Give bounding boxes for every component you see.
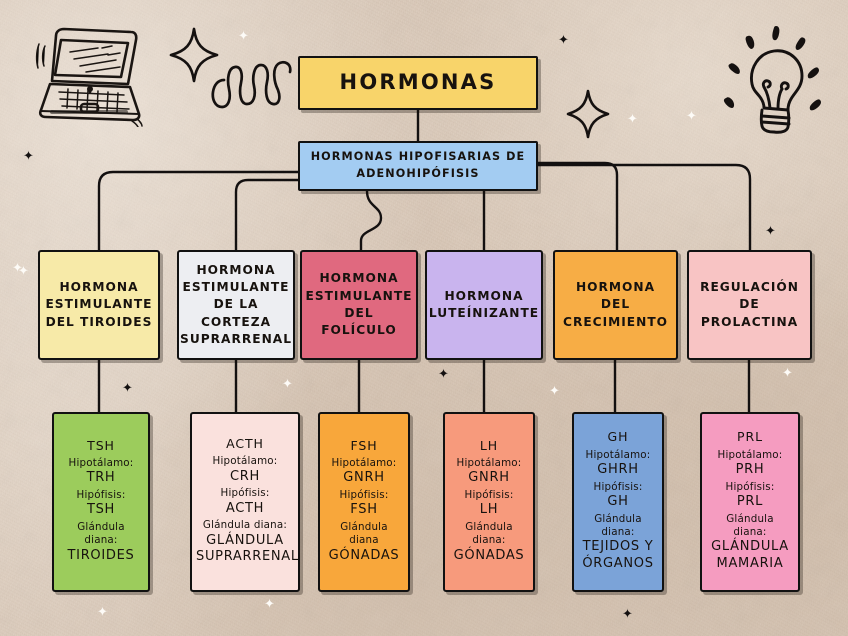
level2-line2: ADENOHIPÓFISIS	[356, 167, 480, 180]
node-hormonas-hipofisarias-adenohipofisis[interactable]: HORMONAS HIPOFISARIAS DE ADENOHIPÓFISIS	[298, 141, 538, 191]
detail-row-value: GÓNADAS	[328, 547, 400, 563]
category-label-line: REGULACIÓN	[700, 280, 799, 294]
detail-row-value: ACTH	[225, 500, 265, 516]
detail-row-value: GLÁNDULA MAMARIA	[711, 539, 789, 571]
detail-row-label: Glándula	[594, 512, 642, 525]
category-label-line: ESTIMULANTE	[182, 280, 290, 294]
category-label-line: CRECIMIENTO	[563, 314, 668, 329]
detail-row-value: TEJIDOS Y ÓRGANOS	[582, 539, 654, 571]
detail-abbreviation: PRL	[737, 429, 763, 445]
category-label-line: ESTIMULANTE	[45, 297, 153, 312]
category-label-line: HORMONA	[444, 288, 524, 303]
detail-row-value: GLÁNDULA SUPRARRENAL	[196, 532, 299, 565]
detail-row-label: Hipófisis:	[593, 480, 643, 493]
category-label-line: SUPRARRENAL	[180, 331, 292, 346]
category-label-line: DEL	[600, 297, 631, 312]
category-label: REGULACIÓN DE PROLACTINA	[696, 277, 803, 333]
detail-row-value: LH	[479, 502, 499, 518]
category-node-luteinizante[interactable]: HORMONA LUTEÍNIZANTE	[425, 250, 543, 360]
category-node-crecimiento[interactable]: HORMONA DEL CRECIMIENTO	[553, 250, 678, 360]
detail-row-label: diana:	[84, 534, 118, 547]
detail-row-value: PRH	[735, 462, 765, 477]
detail-row-value: GÓNADAS	[453, 547, 525, 563]
detail-row-label: diana:	[472, 534, 506, 547]
detail-row-value: GNRH	[468, 470, 510, 486]
category-label-line: HORMONA	[59, 280, 139, 294]
root-node-hormonas[interactable]: HORMONAS	[298, 56, 538, 110]
detail-abbreviation: TSH	[87, 437, 115, 453]
detail-row-label: Hipófisis:	[76, 488, 126, 501]
level2-line1: HORMONAS HIPOFISARIAS DE	[310, 150, 526, 164]
detail-row-value: GNRH	[343, 470, 385, 486]
category-label-line: DEL FOLÍCULO	[321, 306, 397, 338]
detail-row-label: diana:	[601, 526, 635, 538]
detail-row-label: Hipófisis:	[339, 488, 389, 501]
detail-row-label: Glándula	[77, 520, 125, 533]
detail-row-label: Hipotálamo:	[585, 448, 651, 461]
category-label-line: DE	[739, 297, 760, 312]
detail-row-value: TIROIDES	[67, 547, 135, 563]
detail-row-label: Hipotálamo:	[456, 456, 522, 469]
category-label: HORMONA ESTIMULANTE DEL TIROIDES	[41, 277, 156, 333]
category-node-corteza-suprarrenal[interactable]: HORMONA ESTIMULANTE DE LA CORTEZA SUPRARRENA…	[177, 250, 295, 360]
detail-abbreviation: FSH	[350, 437, 378, 453]
detail-row-label: diana:	[733, 526, 767, 538]
detail-row-label: Glándula	[726, 512, 774, 525]
category-label-line: LUTEÍNIZANTE	[428, 306, 540, 320]
category-label: HORMONA ESTIMULANTE DE LA CORTEZA SUPRARRENA…	[176, 260, 296, 351]
detail-row-label: Glándula	[465, 520, 513, 533]
detail-row-value: PRL	[736, 494, 764, 509]
detail-row-label: Hipófisis:	[725, 480, 775, 493]
detail-abbreviation: ACTH	[226, 436, 264, 452]
detail-abbreviation: LH	[479, 437, 499, 453]
detail-row-label: Hipotálamo:	[212, 455, 278, 468]
category-label-line: HORMONA	[319, 271, 399, 286]
detail-row-value: GHRH	[597, 462, 639, 477]
detail-row-label: Hipotálamo:	[717, 448, 783, 461]
detail-row-label: Glándula diana:	[202, 519, 288, 532]
detail-abbreviation: GH	[607, 429, 629, 445]
category-label-line: HORMONA	[196, 262, 276, 277]
category-label: HORMONA LUTEÍNIZANTE	[425, 286, 543, 325]
category-label: HORMONA DEL CRECIMIENTO	[559, 277, 672, 333]
category-label-line: DE LA	[213, 297, 259, 312]
detail-row-label: Hipófisis:	[220, 487, 270, 500]
category-label-line: HORMONA	[575, 280, 656, 294]
category-label-line: DEL TIROIDES	[45, 314, 153, 329]
category-node-foliculo[interactable]: HORMONA ESTIMULANTE DEL FOLÍCULO	[300, 250, 418, 360]
detail-row-label: Hipotálamo:	[331, 456, 397, 469]
detail-row-value: TRH	[86, 470, 116, 486]
category-node-prolactina[interactable]: REGULACIÓN DE PROLACTINA	[687, 250, 812, 360]
detail-row-label: diana	[349, 534, 379, 547]
detail-row-label: Hipófisis:	[464, 488, 514, 501]
detail-row-label: Glándula	[340, 520, 388, 533]
level2-node-label: HORMONAS HIPOFISARIAS DE ADENOHIPÓFISIS	[307, 147, 530, 185]
detail-row-value: CRH	[230, 468, 260, 484]
root-node-label: HORMONAS	[339, 70, 497, 95]
detail-row-label: Hipotálamo:	[68, 456, 134, 469]
category-node-tiroides[interactable]: HORMONA ESTIMULANTE DEL TIROIDES	[38, 250, 160, 360]
category-label-line: ESTIMULANTE	[305, 288, 413, 303]
category-label-line: CORTEZA	[200, 314, 272, 329]
detail-row-value: FSH	[350, 502, 378, 518]
detail-row-value: GH	[607, 494, 629, 509]
category-label: HORMONA ESTIMULANTE DEL FOLÍCULO	[302, 268, 417, 341]
category-label-line: PROLACTINA	[700, 314, 799, 329]
detail-row-value: TSH	[86, 502, 116, 518]
